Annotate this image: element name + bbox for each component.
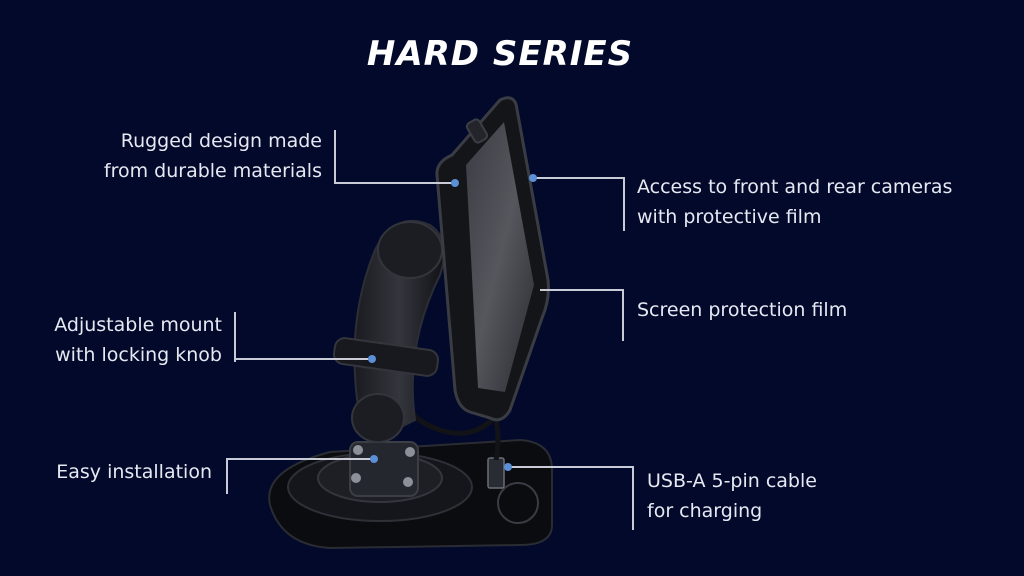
callout-line-screen-horizontal bbox=[540, 289, 624, 291]
feature-screen-protection: Screen protection film bbox=[637, 299, 848, 321]
feature-easy-installation: Easy installation bbox=[56, 461, 212, 483]
callout-line-installation-horizontal bbox=[226, 458, 374, 460]
callout-line-usb-horizontal bbox=[508, 466, 634, 468]
callout-line-cameras-horizontal bbox=[533, 177, 625, 179]
callout-line-rugged-horizontal bbox=[334, 182, 454, 184]
callout-line-mount-horizontal bbox=[234, 358, 372, 360]
mount-arm bbox=[332, 220, 446, 443]
callout-line-usb bbox=[632, 466, 634, 530]
callout-line-screen bbox=[622, 289, 624, 341]
feature-rugged-design: Rugged design made from durable material… bbox=[103, 130, 322, 182]
feature-usb-cable: USB-A 5-pin cable for charging bbox=[647, 470, 817, 522]
callout-line-installation bbox=[226, 458, 228, 494]
base-plate bbox=[268, 438, 553, 550]
callout-line-mount bbox=[234, 312, 236, 362]
callout-line-cameras bbox=[623, 177, 625, 231]
callout-line-rugged bbox=[334, 130, 336, 184]
tablet-device bbox=[435, 96, 550, 422]
feature-adjustable-mount: Adjustable mount with locking knob bbox=[54, 314, 222, 366]
feature-cameras: Access to front and rear cameras with pr… bbox=[637, 176, 953, 228]
page-title: HARD SERIES bbox=[366, 34, 634, 74]
